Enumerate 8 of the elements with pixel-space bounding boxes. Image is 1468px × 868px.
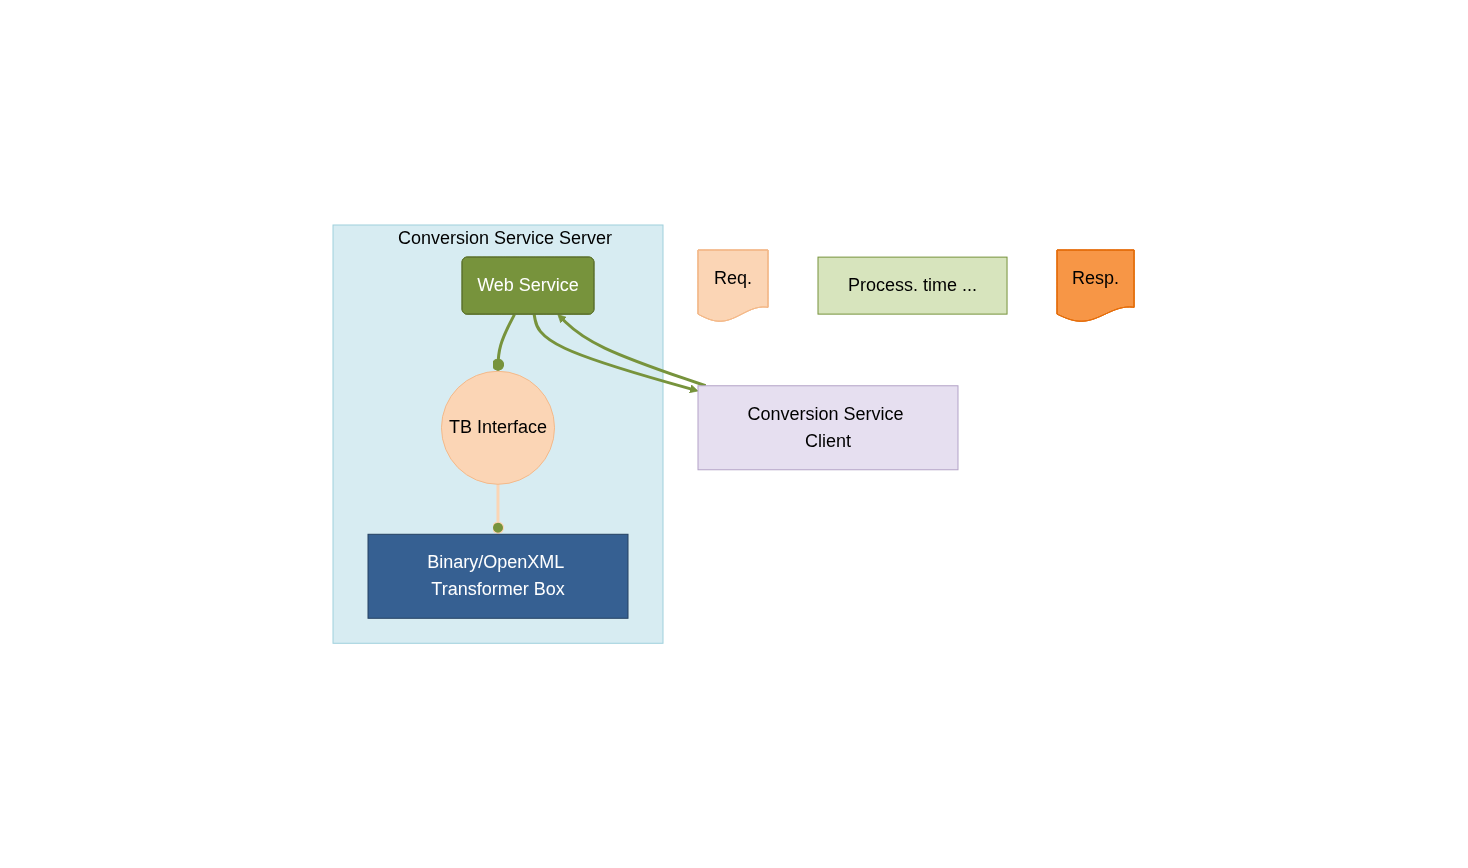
node-box: Binary/OpenXML Transformer Box (367, 533, 629, 619)
connector (492, 484, 505, 535)
node-box: Process. time ... (817, 256, 1008, 315)
arrow (557, 314, 707, 388)
node-circle: TB Interface (441, 370, 556, 485)
arrow (533, 314, 699, 393)
connector (492, 313, 517, 372)
node-box: Conversion Service Client (697, 385, 959, 471)
